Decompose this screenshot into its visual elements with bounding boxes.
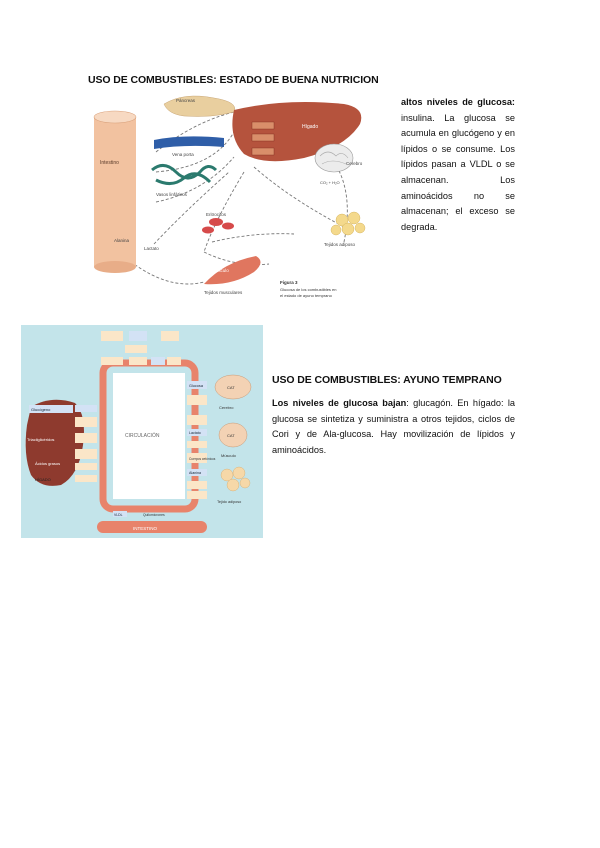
adipose-shape (220, 466, 251, 492)
lactate-label: Lactato (144, 246, 159, 251)
adipose-shape (330, 211, 366, 236)
cat2-label: CAT (227, 433, 235, 438)
figure-well-fed: Intestino Páncreas Vena porta Vasos linf… (84, 92, 384, 304)
liver-label: Hígado (302, 124, 318, 130)
section2-title: USO DE COMBUSTIBLES: AYUNO TEMPRANO (272, 374, 502, 386)
intestine-shape (97, 521, 207, 533)
glucose-label: Glucosa (189, 384, 204, 388)
liver-shape (25, 399, 85, 486)
triglycerides-label: Triacilglicéridos (27, 437, 54, 442)
adipose-label: Tejidos adiposo (324, 242, 356, 247)
lymph-label: Vasos linfáticos (156, 192, 188, 197)
brain-label: Cerebro (346, 161, 363, 166)
brain-shape (314, 143, 354, 173)
intestine-label: Intestino (100, 160, 119, 166)
section2-text: Los niveles de glucosa bajan: glucagón. … (272, 396, 515, 458)
muscle-label: Músculo (212, 268, 229, 273)
co2-label: CO₂ + H₂O (320, 180, 340, 185)
lymph-shape (151, 164, 218, 185)
fatty-acids-label: Ácidos grasos (35, 461, 60, 466)
section1-text-lead: altos niveles de glucosa: (401, 97, 515, 107)
figure-early-fasting: CIRCULACIÓN Glucógeno Triacilglicéridos … (21, 325, 263, 538)
rbc-shape (202, 218, 234, 234)
pancreas-label: Páncreas (176, 98, 196, 103)
section2-text-body: : glucagón. En hígado: la glucosa se sin… (272, 398, 516, 455)
chylo-label: Quilomicrones (143, 513, 165, 517)
muscle-shape (204, 256, 261, 285)
pancreas-shape (163, 95, 236, 117)
fig1-caption-line1: Glucosa de los combustibles en (280, 287, 336, 292)
section2-text-lead: Los niveles de glucosa bajan (272, 398, 407, 408)
adipose-label: Tejido adiposo (217, 500, 241, 504)
alanine-label: Alanina (189, 471, 201, 475)
glycogen-label: Glucógeno (31, 407, 51, 412)
rbc-label: Eritrocitos (206, 212, 227, 217)
brain-shape (214, 374, 252, 400)
portal-vein-shape (154, 136, 224, 149)
fig1-caption-line2: el estado de ayuno temprano (280, 293, 333, 298)
muscle-shape (218, 422, 248, 448)
muscle-label: Músculo (221, 453, 237, 458)
fig1-caption-title: Figura 3 (280, 280, 298, 285)
intestine-shape: Intestino (93, 110, 137, 273)
vldl-label: VLDL (114, 513, 123, 517)
circulation-label: CIRCULACIÓN (125, 432, 160, 439)
alanine-label: Alanina (114, 238, 130, 243)
section1-title: USO DE COMBUSTIBLES: ESTADO DE BUENA NUT… (88, 74, 379, 86)
intestine-label: INTESTINO (133, 526, 158, 531)
ketone-label: Cuerpos cetónicos (189, 457, 216, 461)
cat-label: CAT (227, 385, 235, 390)
brain-label: Cerebro (219, 405, 234, 410)
section1-text-body: insulina. La glucosa se acumula en glucó… (401, 112, 515, 232)
liver-label: HÍGADO (35, 477, 51, 482)
section1-text: altos niveles de glucosa: insulina. La g… (401, 95, 515, 235)
lactate-label: Lactato (189, 431, 201, 435)
portal-vein-label: Vena porta (172, 152, 194, 157)
muscle-tissue-label: Tejidos musculares (204, 290, 243, 295)
